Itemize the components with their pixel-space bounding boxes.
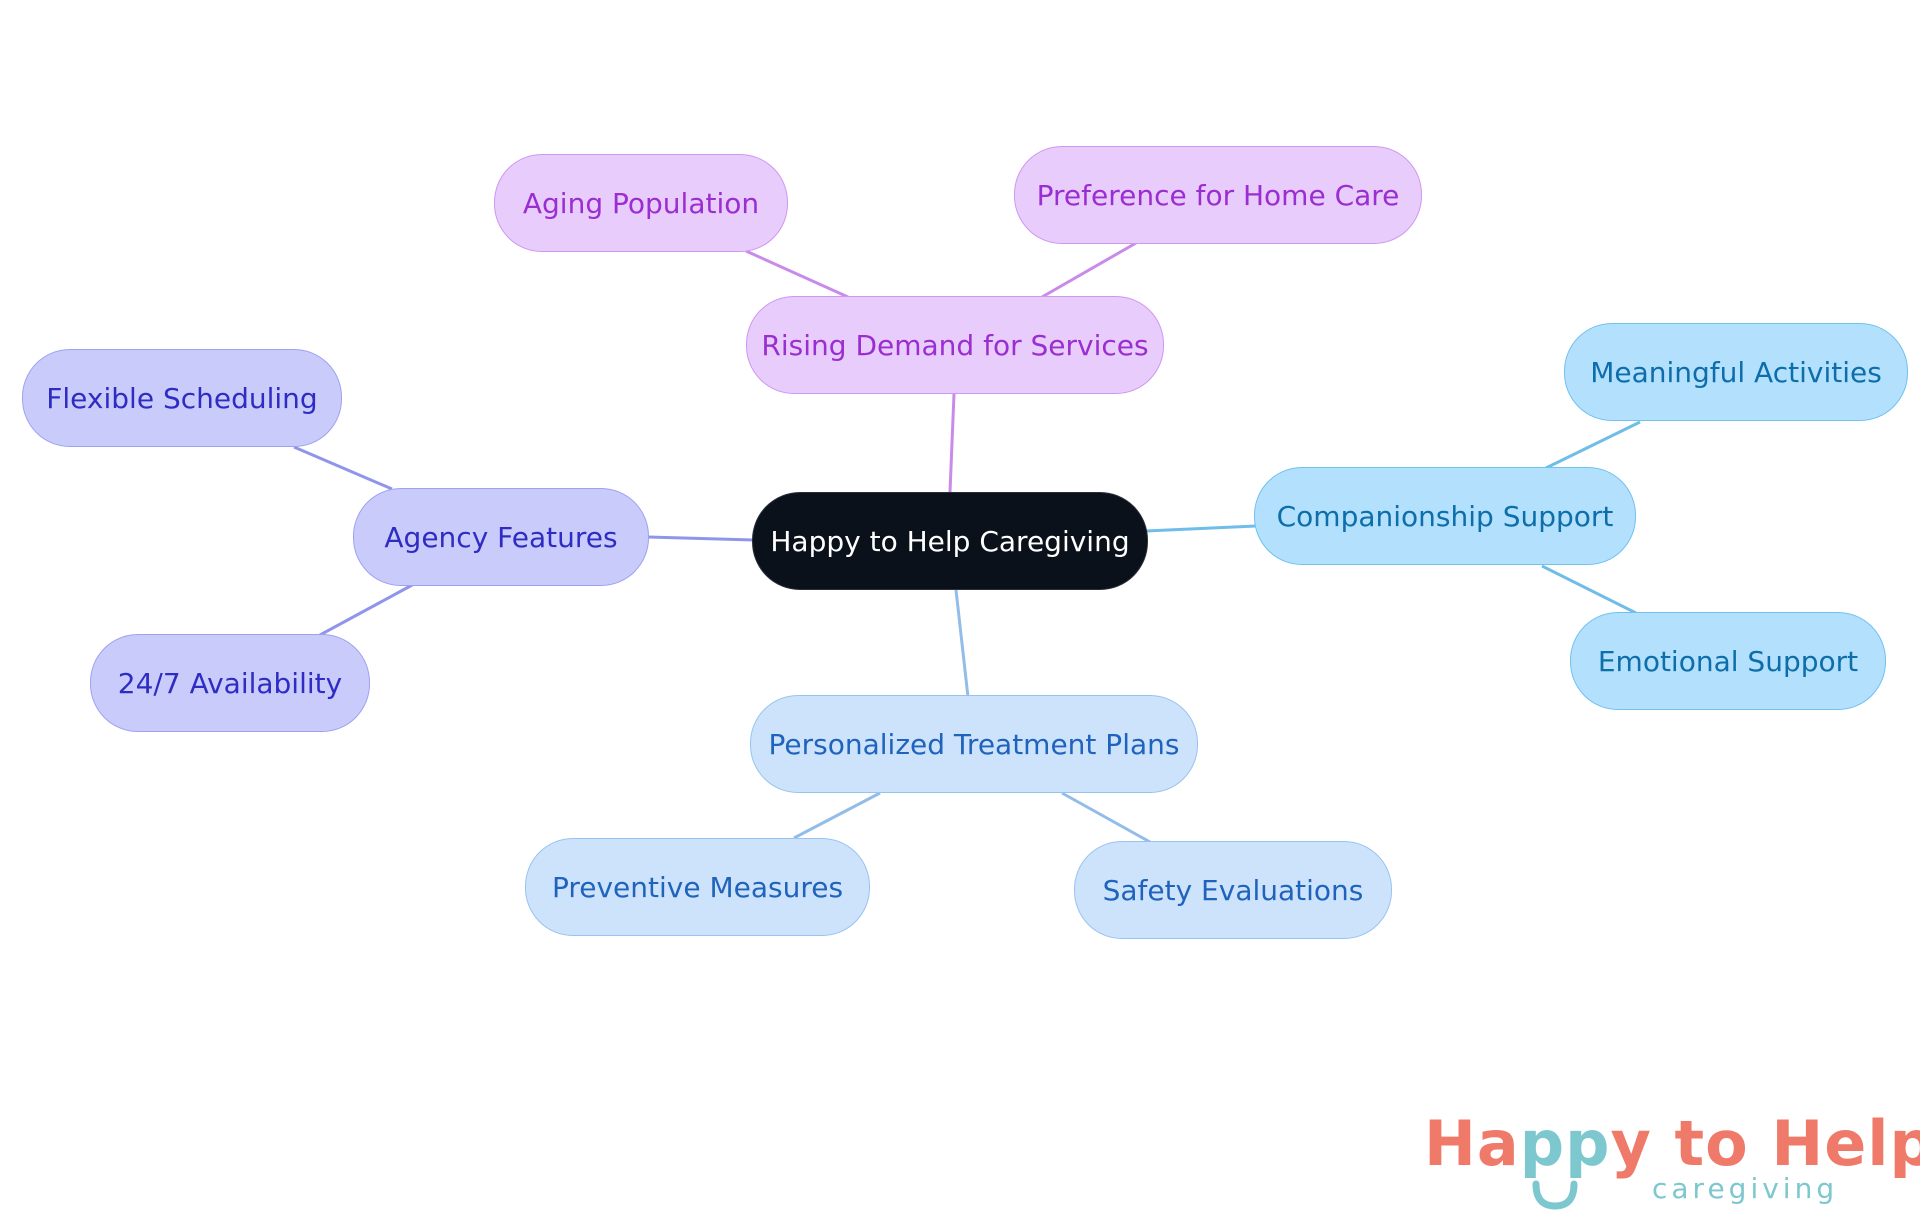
leaf-flexible-scheduling-label: Flexible Scheduling xyxy=(46,381,318,415)
connector-rising-demand-home-care xyxy=(1041,241,1137,299)
leaf-preventive-measures[interactable]: Preventive Measures xyxy=(525,838,870,936)
leaf-aging-population-label: Aging Population xyxy=(522,186,760,220)
connector-companionship-emotional-support xyxy=(1541,564,1637,615)
leaf-safety-evaluations[interactable]: Safety Evaluations xyxy=(1074,841,1392,939)
leaf-preventive-measures-label: Preventive Measures xyxy=(551,870,844,904)
leaf-emotional-support[interactable]: Emotional Support xyxy=(1570,612,1886,710)
logo-tagline: caregiving xyxy=(1652,1172,1839,1205)
connector-root-agency-features xyxy=(647,535,755,542)
branch-personalized-treatment[interactable]: Personalized Treatment Plans xyxy=(750,695,1198,793)
leaf-meaningful-activities-label: Meaningful Activities xyxy=(1590,355,1882,389)
branch-personalized-treatment-label: Personalized Treatment Plans xyxy=(768,727,1180,761)
branch-companionship-support-label: Companionship Support xyxy=(1276,499,1614,533)
root-node-label: Happy to Help Caregiving xyxy=(770,524,1130,558)
root-node[interactable]: Happy to Help Caregiving xyxy=(752,492,1148,590)
leaf-preference-home-care[interactable]: Preference for Home Care xyxy=(1014,146,1422,244)
branch-agency-features-label: Agency Features xyxy=(384,520,618,554)
branch-rising-demand[interactable]: Rising Demand for Services xyxy=(746,296,1164,394)
connector-agency-flexible-scheduling xyxy=(293,445,393,491)
connector-rising-demand-aging-population xyxy=(745,249,849,299)
leaf-meaningful-activities[interactable]: Meaningful Activities xyxy=(1564,323,1908,421)
connector-root-personalized-treatment xyxy=(954,589,970,698)
leaf-availability-label: 24/7 Availability xyxy=(117,666,343,700)
connector-companionship-meaningful-activities xyxy=(1545,420,1641,470)
leaf-safety-evaluations-label: Safety Evaluations xyxy=(1102,873,1364,907)
logo-wordmark: Happy to Help xyxy=(1424,1108,1920,1180)
connector-treatment-preventive-measures xyxy=(793,791,881,840)
smile-icon xyxy=(1532,1180,1578,1210)
branch-rising-demand-label: Rising Demand for Services xyxy=(761,328,1149,362)
logo-wordmark-part3: y to Help xyxy=(1610,1107,1920,1180)
leaf-preference-home-care-label: Preference for Home Care xyxy=(1036,178,1400,212)
leaf-emotional-support-label: Emotional Support xyxy=(1597,644,1859,678)
connector-root-companionship-support xyxy=(1145,524,1257,533)
leaf-aging-population[interactable]: Aging Population xyxy=(494,154,788,252)
branch-companionship-support[interactable]: Companionship Support xyxy=(1254,467,1636,565)
connector-agency-availability xyxy=(319,582,415,637)
logo-wordmark-part1: Ha xyxy=(1424,1107,1520,1180)
leaf-availability[interactable]: 24/7 Availability xyxy=(90,634,370,732)
connector-root-rising-demand xyxy=(948,393,956,493)
logo-wordmark-part2: pp xyxy=(1519,1107,1611,1180)
company-logo: Happy to Help caregiving xyxy=(1424,1108,1920,1210)
branch-agency-features[interactable]: Agency Features xyxy=(353,488,649,586)
connector-treatment-safety-evaluations xyxy=(1061,791,1151,844)
leaf-flexible-scheduling[interactable]: Flexible Scheduling xyxy=(22,349,342,447)
